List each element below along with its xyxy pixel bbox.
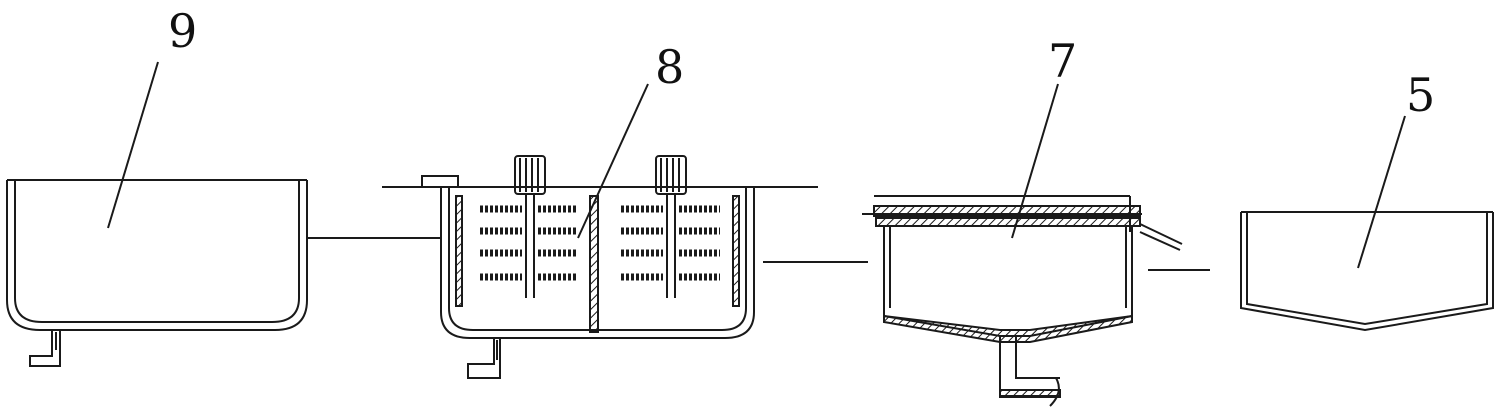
impeller-blades [480,205,720,281]
tank-7 [862,83,1183,407]
label-8: 8 [655,40,685,94]
tank-5 [1240,115,1494,332]
motor-right [655,155,687,195]
tank-9 [6,61,308,367]
label-7: 7 [1048,34,1078,88]
leader-line-8 [577,83,649,239]
tank-8 [382,83,818,379]
label-9: 9 [168,4,198,58]
leader-line-7 [1011,83,1059,239]
motor-left [514,155,546,195]
label-5: 5 [1406,68,1436,122]
leader-line-5 [1357,115,1406,269]
leader-line-9 [107,61,159,229]
